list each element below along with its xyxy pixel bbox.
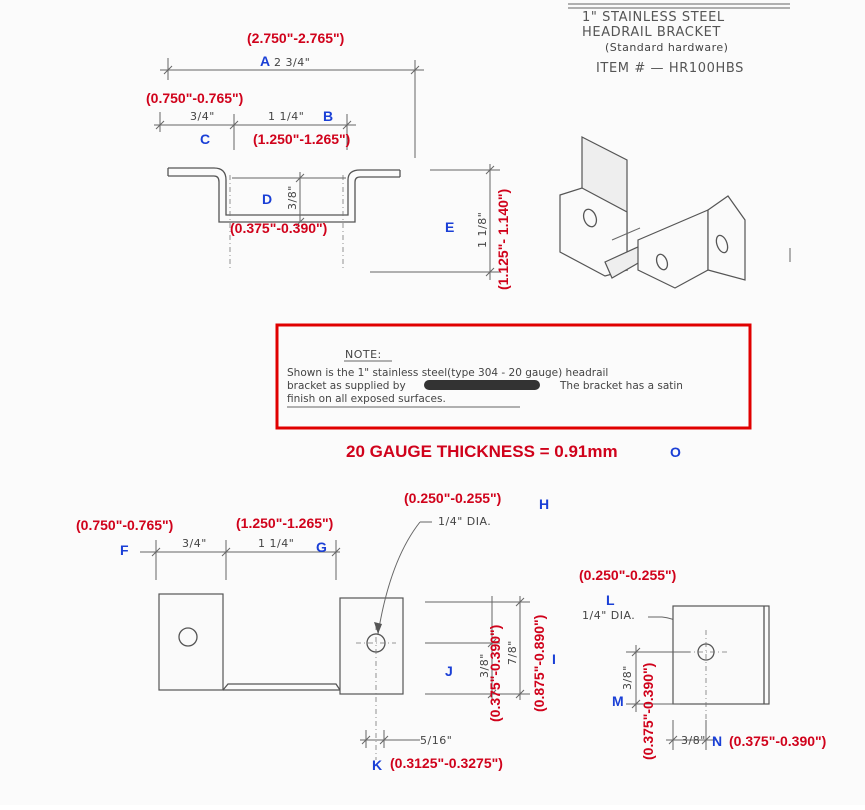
front-hole-dimension: 1/4" DIA. [438, 515, 491, 528]
front-hole-tolerance: (0.250"-0.255") [404, 490, 501, 506]
dimension-letter-o: O [670, 444, 681, 460]
k-tolerance: (0.3125"-0.3275") [390, 755, 503, 771]
side-hole-tolerance: (0.250"-0.255") [579, 567, 676, 583]
dimension-letter-n: N [712, 733, 722, 749]
gauge-thickness-note: 20 GAUGE THICKNESS = 0.91mm [346, 442, 618, 461]
note-heading: NOTE: [345, 348, 382, 361]
depth-tolerance: (0.375"-0.390") [230, 220, 327, 236]
dimension-letter-m: M [612, 693, 624, 709]
front-left-dimension: 3/4" [182, 537, 207, 550]
dimension-letter-k: K [372, 757, 382, 773]
redacted-supplier [424, 380, 540, 390]
j-dimension: 3/8" [478, 653, 491, 678]
title-line-1: 1" STAINLESS STEEL [582, 10, 725, 25]
item-number: ITEM # — HR100HBS [596, 61, 744, 76]
dimension-letter-f: F [120, 542, 129, 558]
height-tolerance: (1.125"- 1.140") [495, 189, 511, 290]
m-tolerance: (0.375"-0.390") [640, 663, 656, 760]
left-flange-dimension: 3/4" [190, 110, 215, 123]
i-dimension: 7/8" [506, 640, 519, 665]
center-span-tolerance: (1.250"-1.265") [253, 131, 350, 147]
title-line-3: (Standard hardware) [605, 41, 728, 54]
dimension-letter-c: C [200, 131, 210, 147]
dimension-letter-l: L [606, 592, 615, 608]
note-box: NOTE: Shown is the 1" stainless steel(ty… [275, 323, 752, 430]
dimension-letter-b: B [323, 108, 333, 124]
overall-width-tolerance: (2.750"-2.765") [247, 30, 344, 46]
dimension-letter-a: A [260, 53, 270, 69]
height-dimension: 1 1/8" [476, 212, 489, 248]
note-line-3: finish on all exposed surfaces. [287, 393, 446, 405]
note-line-2b: The bracket has a satin [559, 380, 683, 392]
overall-width-dimension: 2 3/4" [274, 56, 310, 69]
note-line-2a: bracket as supplied by [287, 380, 406, 392]
note-highlight-frame [275, 323, 752, 430]
note-line-1: Shown is the 1" stainless steel(type 304… [287, 367, 608, 379]
side-view: (0.250"-0.255") L 1/4" DIA. 3/8" M (0.37… [579, 567, 826, 760]
dimension-letter-i: I [552, 651, 556, 667]
dimension-letter-d: D [262, 191, 272, 207]
front-mid-dimension: 1 1/4" [258, 537, 294, 550]
dimension-letter-j: J [445, 663, 453, 679]
n-dimension: 3/8" [681, 734, 706, 747]
i-tolerance: (0.875"-0.890") [531, 615, 547, 712]
m-dimension: 3/8" [621, 665, 634, 690]
top-view: (2.750"-2.765") A 2 3/4" (0.750"-0.765")… [146, 30, 511, 290]
dimension-letter-h: H [539, 496, 549, 512]
title-line-2: HEADRAIL BRACKET [582, 25, 721, 40]
front-mid-tolerance: (1.250"-1.265") [236, 515, 333, 531]
dimension-letter-e: E [445, 219, 454, 235]
n-tolerance: (0.375"-0.390") [729, 733, 826, 749]
k-dimension: 5/16" [420, 734, 452, 747]
isometric-view [559, 136, 791, 289]
depth-dimension: 3/8" [286, 185, 299, 210]
front-view: (0.750"-0.765") (1.250"-1.265") F 3/4" 1… [76, 490, 556, 773]
side-hole-dimension: 1/4" DIA. [582, 609, 635, 622]
center-span-dimension: 1 1/4" [268, 110, 304, 123]
front-left-tolerance: (0.750"-0.765") [76, 517, 173, 533]
left-flange-tolerance: (0.750"-0.765") [146, 90, 243, 106]
j-tolerance: (0.375"-0.390") [487, 625, 503, 722]
title-block: 1" STAINLESS STEEL HEADRAIL BRACKET (Sta… [568, 3, 790, 76]
dimension-letter-g: G [316, 539, 327, 555]
